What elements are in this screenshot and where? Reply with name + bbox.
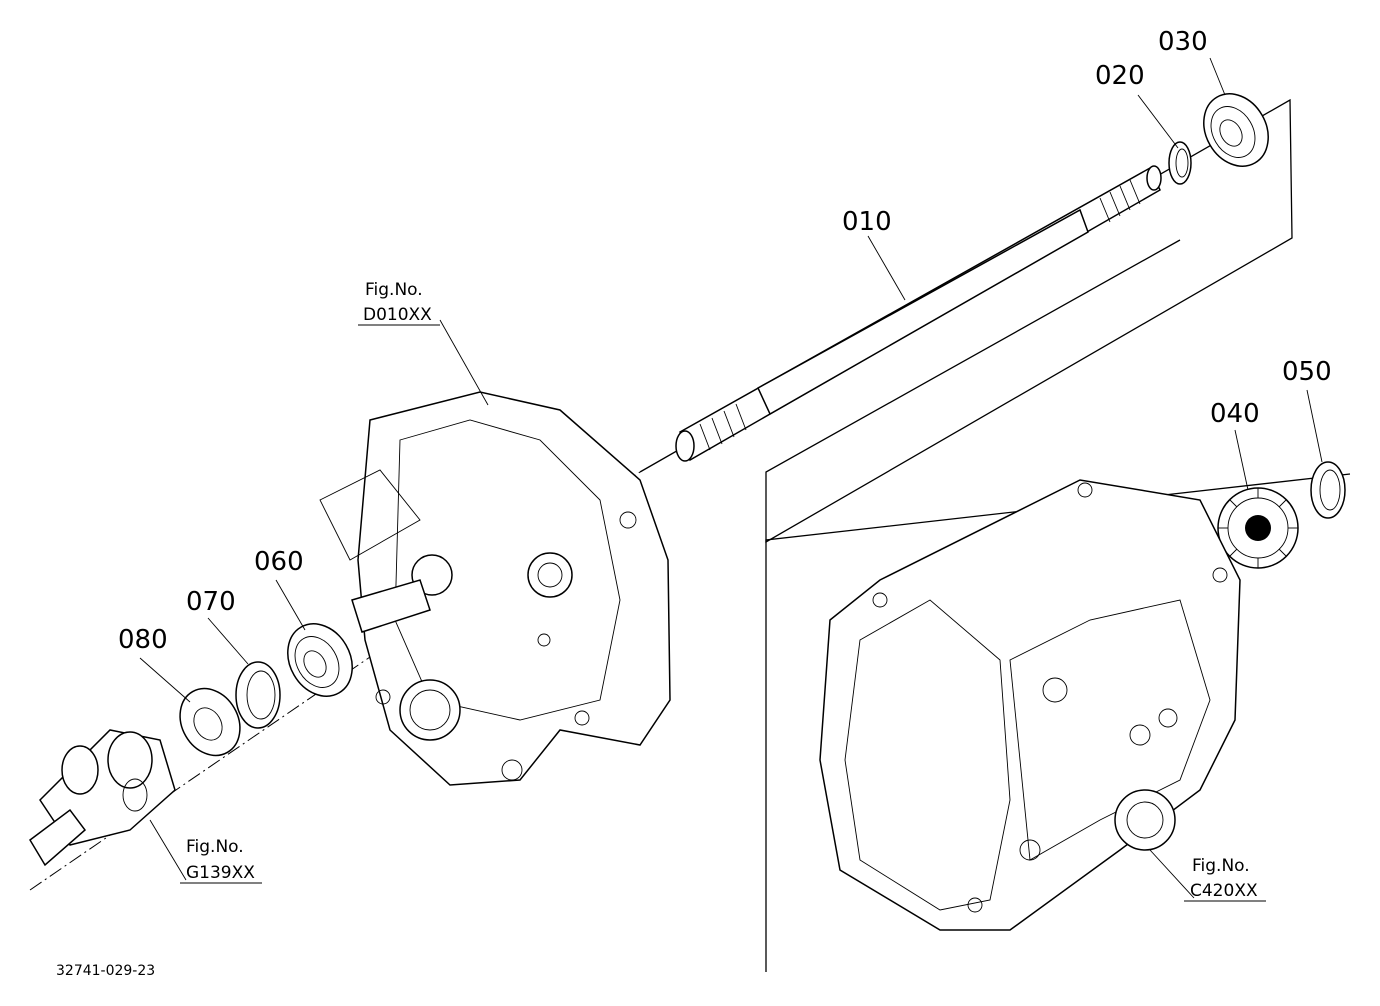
drawing-number: 32741-029-23 [56, 963, 155, 979]
fig-ref-c420-prefix: Fig.No. [1192, 856, 1250, 876]
leader-lines [139, 57, 1323, 899]
label-040: 040 [1210, 399, 1260, 429]
circlip-050 [1310, 461, 1346, 519]
shaft-assembly-bracket [639, 98, 1293, 544]
label-070: 070 [186, 587, 236, 617]
fig-ref-g139: Fig.No. G139XX [180, 837, 262, 884]
label-010: 010 [842, 207, 892, 237]
label-020: 020 [1095, 61, 1145, 91]
label-080: 080 [118, 625, 168, 655]
fig-ref-g139-prefix: Fig.No. [186, 837, 244, 857]
circlip-070 [235, 661, 281, 729]
fig-ref-g139-code: G139XX [186, 863, 255, 883]
label-060: 060 [254, 547, 304, 577]
oil-seal-080 [179, 687, 241, 757]
fig-ref-c420: Fig.No. C420XX [1184, 856, 1266, 902]
main-shaft [675, 165, 1162, 462]
transmission-case-left [319, 391, 671, 786]
circlip-020 [1168, 141, 1192, 185]
fig-ref-d010-code: D010XX [363, 305, 432, 325]
gear-040 [1217, 487, 1299, 569]
label-050: 050 [1282, 357, 1332, 387]
ball-bearing-030 [1203, 93, 1269, 167]
fig-ref-c420-code: C420XX [1190, 881, 1258, 901]
universal-joint [29, 729, 176, 867]
fig-ref-d010: Fig.No. D010XX [358, 280, 440, 326]
label-030: 030 [1158, 27, 1208, 57]
ball-bearing-060 [287, 623, 353, 697]
transmission-case-right [819, 479, 1241, 931]
fig-ref-d010-prefix: Fig.No. [365, 280, 423, 300]
